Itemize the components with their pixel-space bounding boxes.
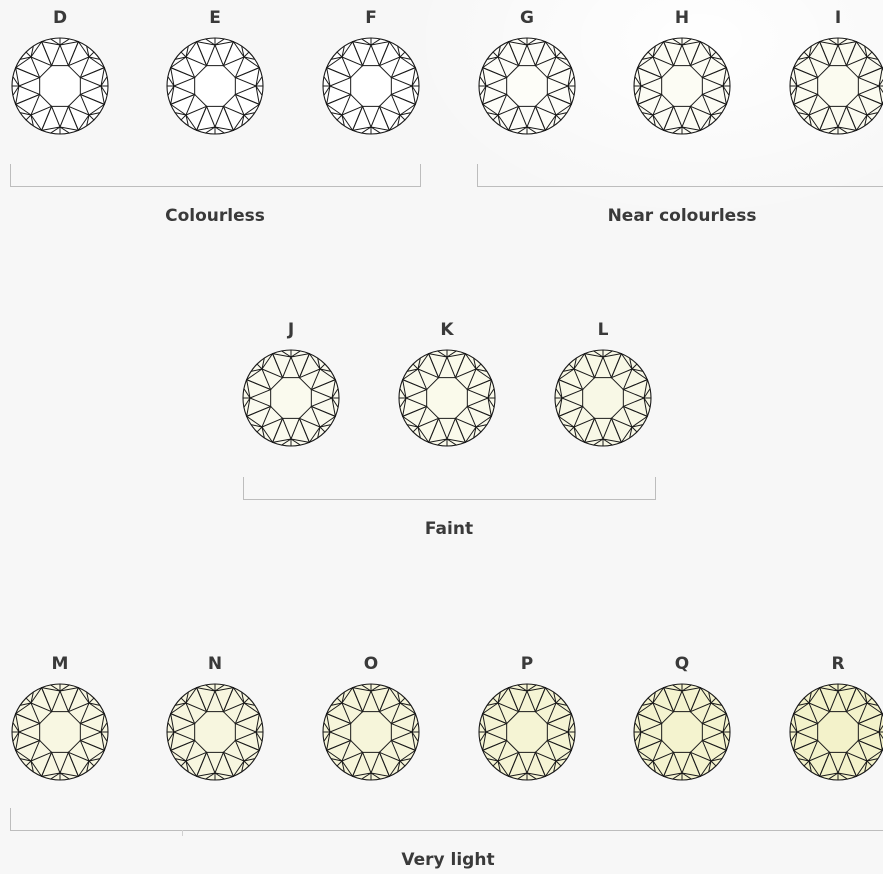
grade-i: I bbox=[783, 8, 883, 158]
round-brilliant-diamond-icon bbox=[397, 348, 497, 448]
round-brilliant-diamond-icon bbox=[553, 348, 653, 448]
grade-letter-l: L bbox=[548, 320, 658, 340]
grade-letter-f: F bbox=[316, 8, 426, 28]
grade-letter-m: M bbox=[5, 654, 115, 674]
round-brilliant-diamond-icon bbox=[165, 682, 265, 782]
group-label-colourless: Colourless bbox=[115, 206, 315, 226]
group-label-faint: Faint bbox=[349, 519, 549, 539]
grade-f: F bbox=[316, 8, 426, 158]
grade-letter-n: N bbox=[160, 654, 270, 674]
round-brilliant-diamond-icon bbox=[788, 36, 883, 136]
grade-n: N bbox=[160, 654, 270, 804]
round-brilliant-diamond-icon bbox=[10, 36, 110, 136]
round-brilliant-diamond-icon bbox=[477, 36, 577, 136]
grade-g: G bbox=[472, 8, 582, 158]
group-bracket-colourless bbox=[10, 164, 421, 187]
grade-k: K bbox=[392, 320, 502, 470]
grade-l: L bbox=[548, 320, 658, 470]
round-brilliant-diamond-icon bbox=[165, 36, 265, 136]
grade-letter-e: E bbox=[160, 8, 270, 28]
group-bracket-near-colourless bbox=[477, 164, 883, 187]
group-bracket-faint bbox=[243, 477, 656, 500]
round-brilliant-diamond-icon bbox=[321, 682, 421, 782]
round-brilliant-diamond-icon bbox=[241, 348, 341, 448]
grade-p: P bbox=[472, 654, 582, 804]
group-label-very-light: Very light bbox=[348, 850, 548, 870]
round-brilliant-diamond-icon bbox=[477, 682, 577, 782]
group-label-near-colourless: Near colourless bbox=[582, 206, 782, 226]
grade-j: J bbox=[236, 320, 346, 470]
grade-letter-d: D bbox=[5, 8, 115, 28]
grade-o: O bbox=[316, 654, 426, 804]
grade-letter-g: G bbox=[472, 8, 582, 28]
grade-letter-p: P bbox=[472, 654, 582, 674]
grade-r: R bbox=[783, 654, 883, 804]
round-brilliant-diamond-icon bbox=[632, 682, 732, 782]
round-brilliant-diamond-icon bbox=[321, 36, 421, 136]
round-brilliant-diamond-icon bbox=[632, 36, 732, 136]
grade-letter-k: K bbox=[392, 320, 502, 340]
grade-h: H bbox=[627, 8, 737, 158]
grade-letter-h: H bbox=[627, 8, 737, 28]
grade-letter-j: J bbox=[236, 320, 346, 340]
grade-letter-i: I bbox=[783, 8, 883, 28]
round-brilliant-diamond-icon bbox=[10, 682, 110, 782]
grade-q: Q bbox=[627, 654, 737, 804]
group-bracket-very-light bbox=[10, 808, 883, 831]
grade-e: E bbox=[160, 8, 270, 158]
grade-letter-r: R bbox=[783, 654, 883, 674]
grade-letter-q: Q bbox=[627, 654, 737, 674]
grade-d: D bbox=[5, 8, 115, 158]
grade-letter-o: O bbox=[316, 654, 426, 674]
bracket-tick bbox=[182, 830, 183, 836]
round-brilliant-diamond-icon bbox=[788, 682, 883, 782]
grade-m: M bbox=[5, 654, 115, 804]
